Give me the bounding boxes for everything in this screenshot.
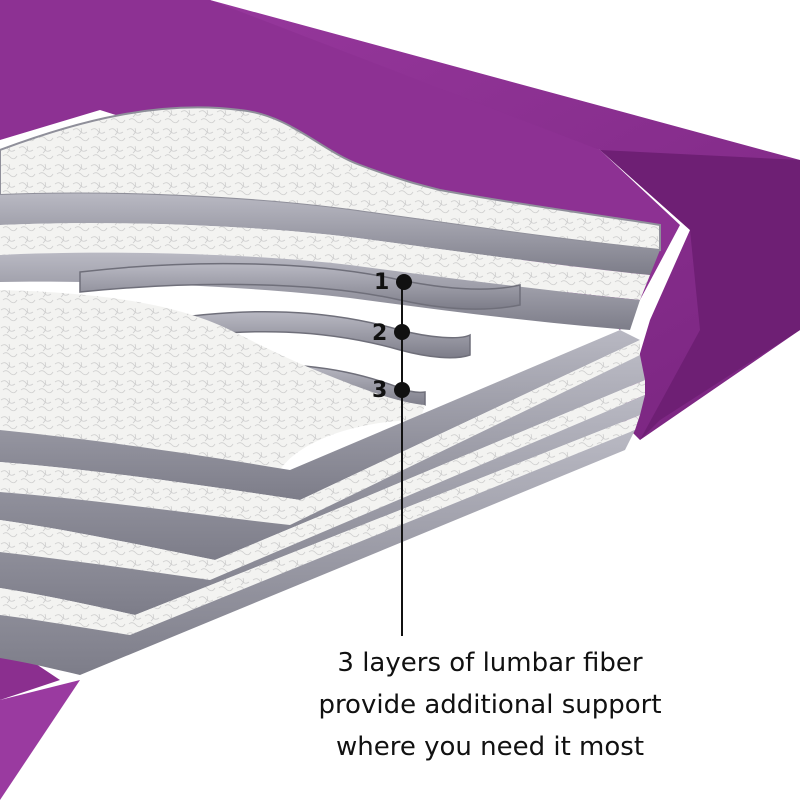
fiber-layers: [0, 193, 660, 675]
caption-line-2: provide additional support: [318, 690, 662, 720]
marker-label-2: 2: [372, 321, 387, 346]
marker-dot-1: [396, 274, 412, 290]
layer-marker-1: 1: [374, 270, 412, 295]
caption-line-1: 3 layers of lumbar fiber: [337, 648, 643, 678]
marker-label-1: 1: [374, 270, 389, 295]
marker-dot-3: [394, 382, 410, 398]
caption-line-3: where you need it most: [335, 732, 645, 762]
layer-marker-3: 3: [372, 378, 410, 403]
marker-label-3: 3: [372, 378, 387, 403]
layer-marker-2: 2: [372, 321, 410, 346]
marker-dot-2: [394, 324, 410, 340]
caption: 3 layers of lumbar fiber provide additio…: [250, 642, 730, 768]
